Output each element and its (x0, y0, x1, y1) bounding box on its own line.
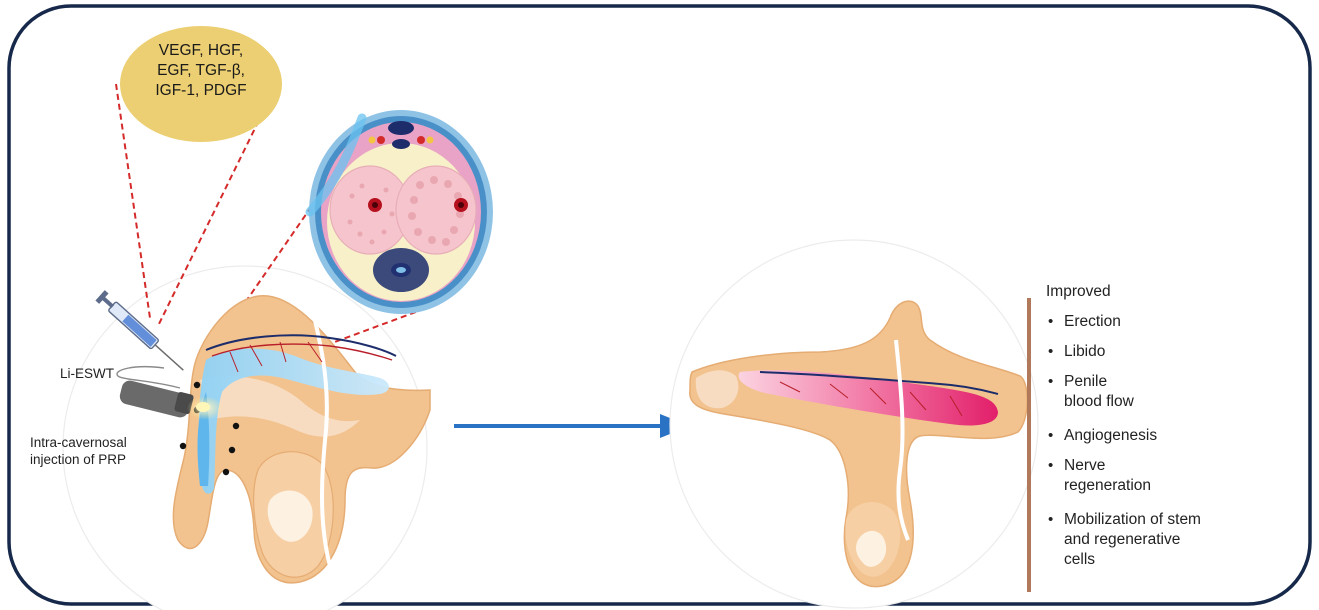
divider-bar (1027, 298, 1031, 592)
growth-factor-line-2: EGF, TGF-β, (121, 61, 281, 81)
growth-factor-line-1: VEGF, HGF, (121, 41, 281, 61)
outcome-item-libido: Libido (1046, 342, 1306, 372)
penile-cross-section (309, 110, 493, 314)
injection-label-line-2: injection of PRP (30, 451, 127, 468)
injection-label-line-1: Intra-cavernosal (30, 434, 127, 451)
growth-factor-list: VEGF, HGF, EGF, TGF-β, IGF-1, PDGF (121, 41, 281, 101)
outcome-item-erection: Erection (1046, 312, 1306, 342)
injection-label: Intra-cavernosal injection of PRP (30, 434, 127, 468)
growth-factor-line-3: IGF-1, PDGF (121, 81, 281, 101)
li-eswt-label: Li-ESWT (60, 365, 114, 382)
outcome-item-angiogenesis: Angiogenesis (1046, 426, 1306, 456)
outcome-title: Improved (1046, 283, 1111, 301)
outcome-panel (670, 240, 1038, 608)
